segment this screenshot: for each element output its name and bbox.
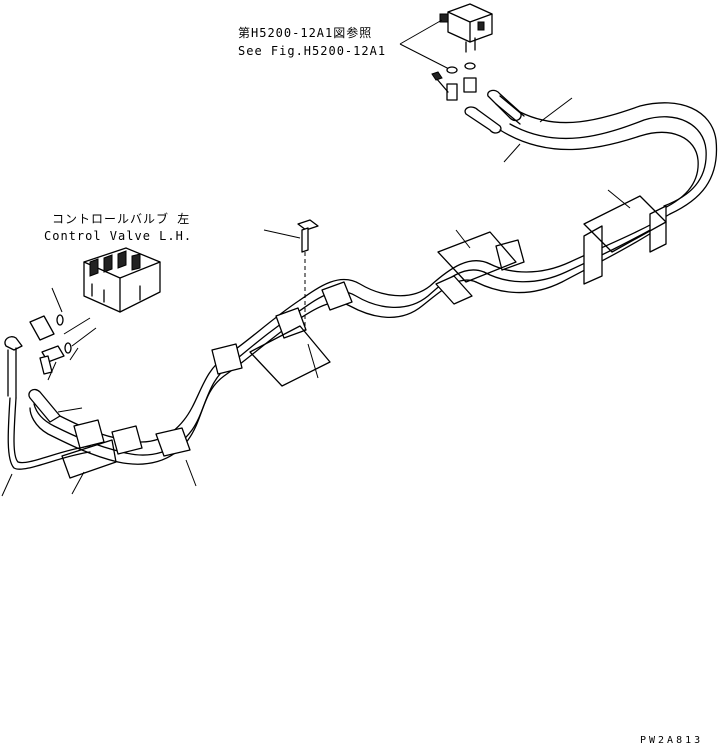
reference-note-english: See Fig.H5200-12A1: [238, 44, 387, 58]
left-fittings: [4, 314, 97, 423]
bracket-plates: [61, 195, 667, 479]
control-valve-label-japanese: コントロールバルブ 左: [52, 212, 191, 226]
control-valve-label-english: Control Valve L.H.: [44, 229, 193, 243]
callout-leaders: [1, 97, 631, 497]
block-valve-top: [439, 3, 493, 53]
bolt: [297, 219, 319, 330]
reference-note-japanese: 第H5200-12A1図参照: [238, 26, 373, 40]
control-valve-lh: [83, 247, 161, 313]
clamps: [73, 205, 667, 457]
drawing-code: PW2A813: [640, 735, 704, 746]
ref-leader: [399, 19, 456, 73]
top-fittings: [431, 62, 477, 101]
